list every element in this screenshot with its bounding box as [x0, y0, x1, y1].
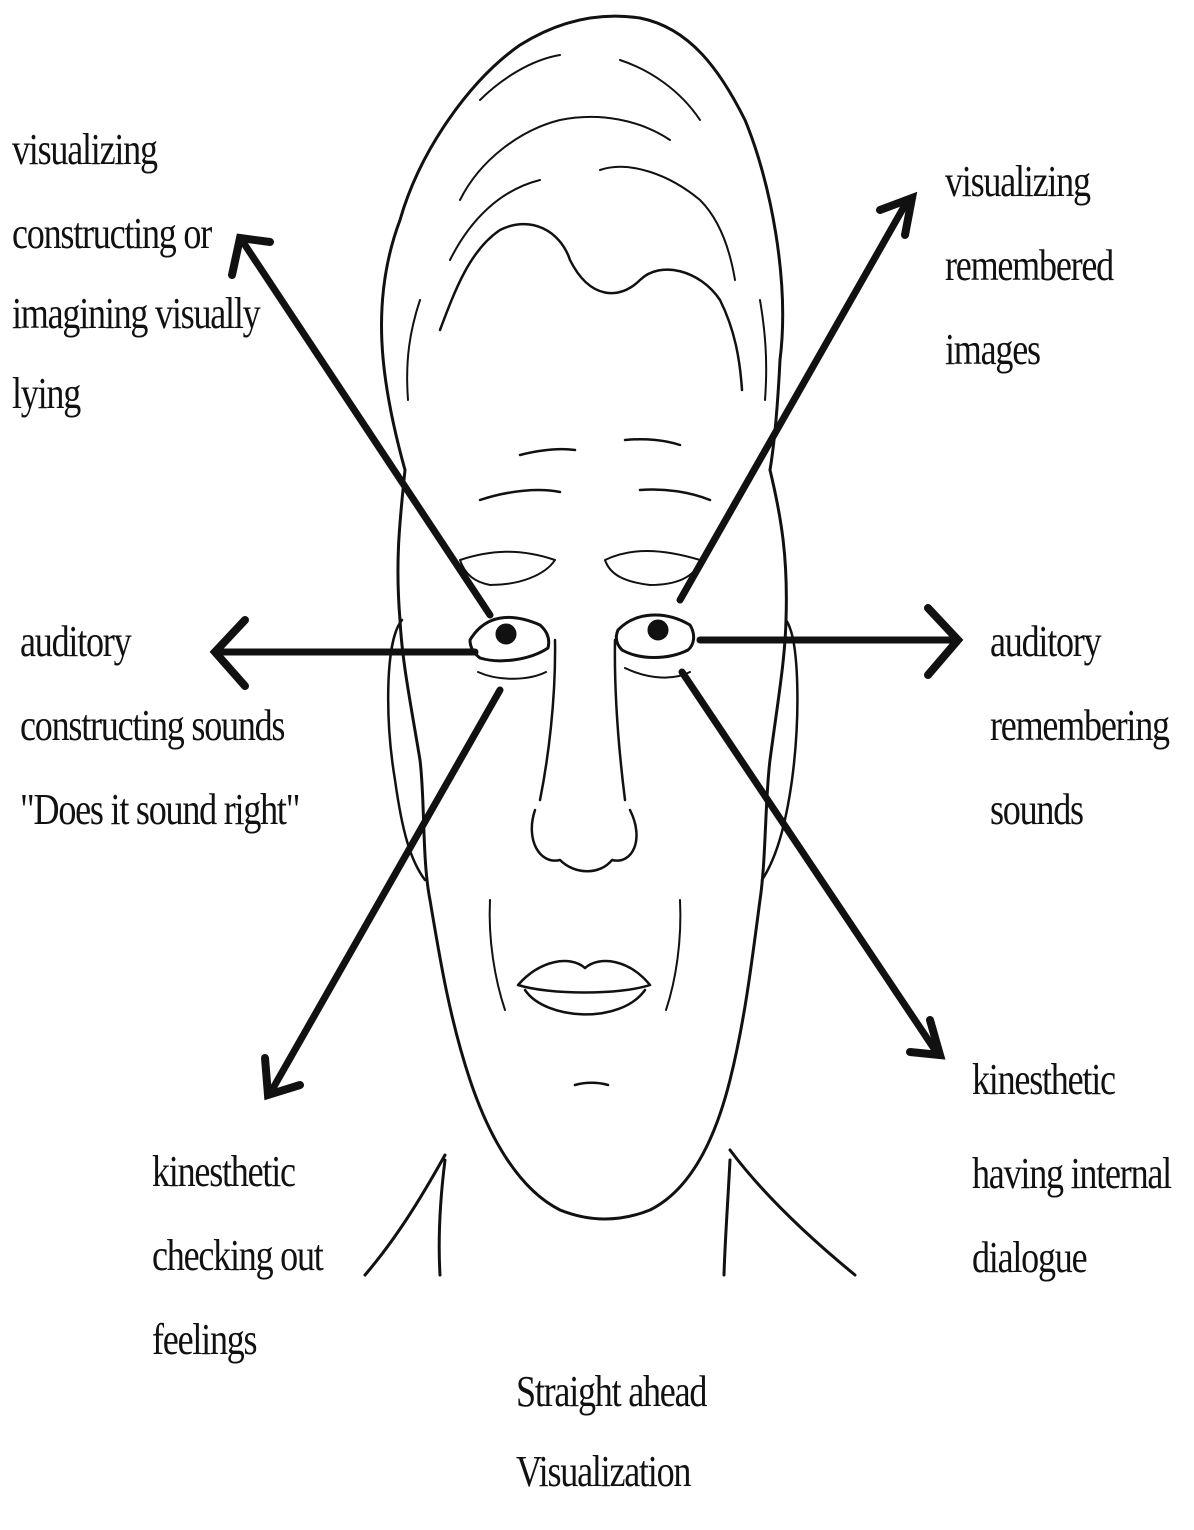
cheek-line [666, 900, 680, 1010]
label-line: feelings [152, 1318, 323, 1362]
face-outline [398, 470, 786, 1219]
hair-wave [600, 167, 735, 280]
label-line: visualizing [945, 160, 1113, 204]
label-line: Straight ahead [516, 1370, 706, 1414]
label-line: auditory [990, 620, 1169, 664]
label-line: constructing or [12, 212, 259, 256]
right-eyebrow [605, 551, 700, 585]
label-auditory-constructing: auditory constructing sounds "Does it so… [20, 620, 299, 872]
arrow-lower-left [272, 690, 500, 1090]
neck-right [724, 1160, 730, 1275]
hair-wave [407, 300, 420, 400]
forehead-line [480, 490, 560, 500]
hair-wave [620, 60, 700, 120]
label-line: lying [12, 372, 259, 416]
label-line: remembering [990, 704, 1169, 748]
shoulder-right [730, 1150, 855, 1275]
label-visualizing-remembered: visualizing remembered images [945, 160, 1113, 412]
hair-wave [760, 300, 766, 400]
left-eyebrow [460, 552, 555, 585]
cheek-line [490, 900, 505, 1010]
arrow-lower-right [682, 672, 935, 1050]
shoulder-left [365, 1155, 445, 1275]
arrow-upper-left [245, 245, 490, 615]
label-kinesthetic-feelings: kinesthetic checking out feelings [152, 1150, 323, 1402]
neck-left [439, 1160, 445, 1275]
nose-bridge [540, 640, 555, 800]
label-line: visualizing [12, 128, 259, 172]
nose-bridge [615, 640, 625, 800]
label-line: constructing sounds [20, 704, 299, 748]
hair-wave [440, 224, 742, 390]
label-line: checking out [152, 1234, 323, 1278]
label-line: auditory [20, 620, 299, 664]
left-pupil [497, 625, 515, 643]
label-auditory-remembering: auditory remembering sounds [990, 620, 1169, 872]
forehead-line [640, 489, 710, 500]
label-line: Visualization [516, 1450, 706, 1494]
under-eye-line [478, 672, 546, 679]
label-line: images [945, 328, 1113, 372]
right-pupil [649, 621, 667, 639]
label-straight-ahead: Straight ahead Visualization [516, 1370, 706, 1530]
nose-tip [532, 810, 637, 871]
chin-mark [575, 1083, 608, 1085]
eye-accessing-cues-diagram: visualizing constructing or imagining vi… [0, 0, 1194, 1493]
label-line: kinesthetic [972, 1058, 1171, 1102]
arrow-upper-right [680, 205, 905, 600]
label-line: "Does it sound right" [20, 788, 299, 832]
label-line: kinesthetic [152, 1150, 323, 1194]
label-line: sounds [990, 788, 1169, 832]
label-visualizing-constructing: visualizing constructing or imagining vi… [12, 128, 259, 452]
hair-wave [480, 55, 560, 100]
forehead-line [625, 439, 680, 445]
label-line: imagining visually [12, 292, 259, 336]
label-kinesthetic-dialogue: kinesthetic having internal dialogue [972, 1058, 1171, 1280]
label-line: remembered [945, 244, 1113, 288]
label-line: having internal [972, 1152, 1171, 1196]
upper-lip [518, 961, 650, 992]
forehead-line [520, 449, 575, 455]
hair-wave [460, 117, 670, 200]
hair-outline [381, 16, 782, 470]
label-line: dialogue [972, 1236, 1171, 1280]
